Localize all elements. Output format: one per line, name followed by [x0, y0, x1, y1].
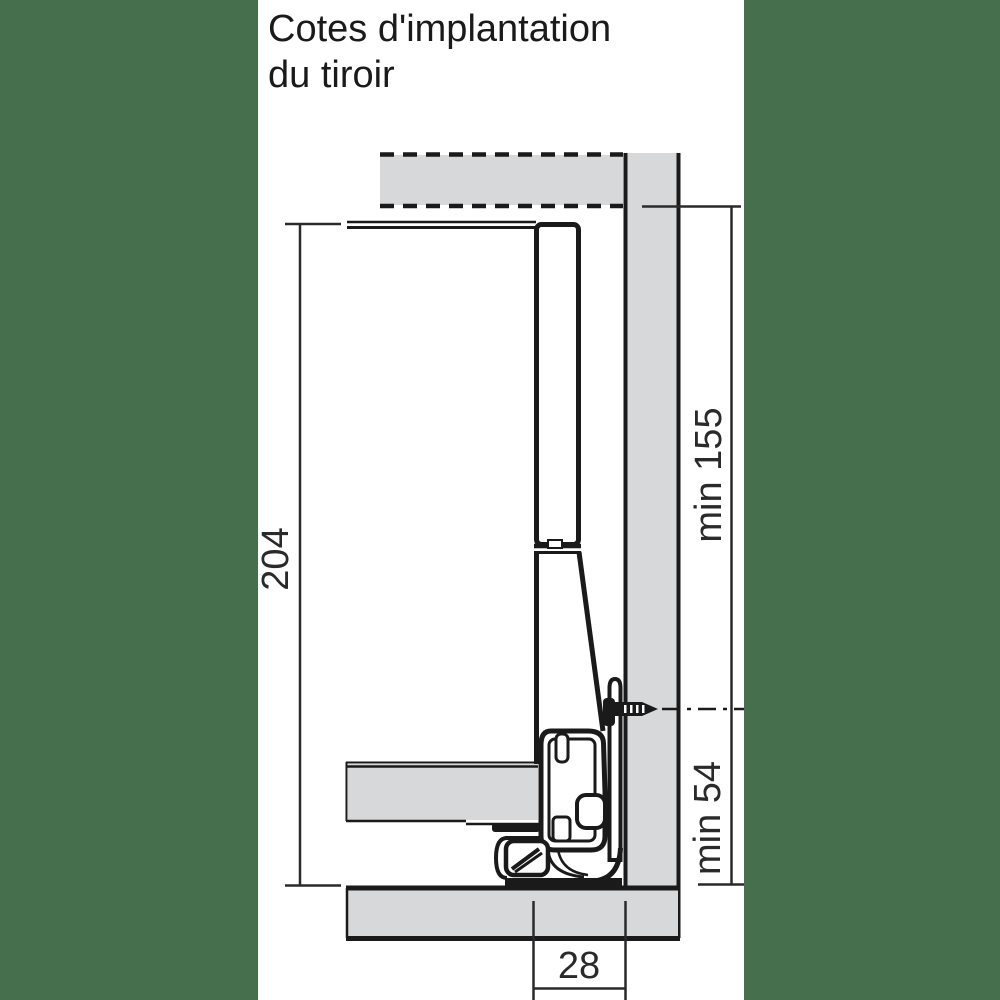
drawer-wall-joint-notch: [547, 539, 563, 549]
drawer-side-wall: [347, 220, 606, 764]
runner-latch-diagonal1: [510, 847, 541, 871]
slide-runner: [493, 676, 623, 886]
cabinet-bottom-panel-fill: [348, 888, 678, 938]
screw-thread-tick2: [630, 705, 633, 713]
dimension-label-min-155: min 155: [688, 407, 730, 543]
drawer-bottom-support-lip: [492, 823, 540, 832]
dimension-204: [285, 222, 341, 887]
cabinet-side-panel: [623, 153, 681, 938]
screw-head-icon: [603, 698, 615, 726]
dimension-label-min-54: min 54: [687, 760, 729, 876]
page-title: Cotes d'implantation du tiroir: [268, 6, 668, 98]
dimension-label-28: 28: [557, 945, 601, 987]
dimension-28: [532, 901, 627, 1000]
page-title-line2: du tiroir: [268, 54, 395, 96]
cabinet-bottom-panel: [345, 885, 680, 941]
drawer-wall-slant-edge: [576, 551, 606, 732]
drawer-wall-upper-section: [534, 222, 581, 547]
cabinet-side-panel-fill: [625, 153, 678, 888]
cabinet-top-panel-fill: [380, 155, 623, 205]
mounting-screw: [603, 698, 744, 726]
runner-transition-curve2: [556, 849, 589, 877]
drawer-bottom-panel-fill: [348, 764, 538, 820]
runner-hook-tab: [575, 793, 607, 830]
screw-thread-tick3: [636, 705, 639, 713]
cabinet-top-panel: [380, 152, 623, 209]
dimension-min-155-54: [642, 205, 744, 886]
page-title-line1: Cotes d'implantation: [268, 8, 612, 50]
dimension-label-204: 204: [255, 527, 297, 591]
drawer-bottom-panel: [345, 761, 540, 832]
runner-channel-top-slot: [554, 732, 570, 764]
runner-channel-clamp: [551, 815, 572, 843]
runner-latch-diagonal2: [514, 851, 543, 874]
screw-thread-tick4: [642, 705, 645, 713]
screw-thread-tick1: [624, 705, 627, 713]
runner-channel-inner: [547, 737, 597, 843]
